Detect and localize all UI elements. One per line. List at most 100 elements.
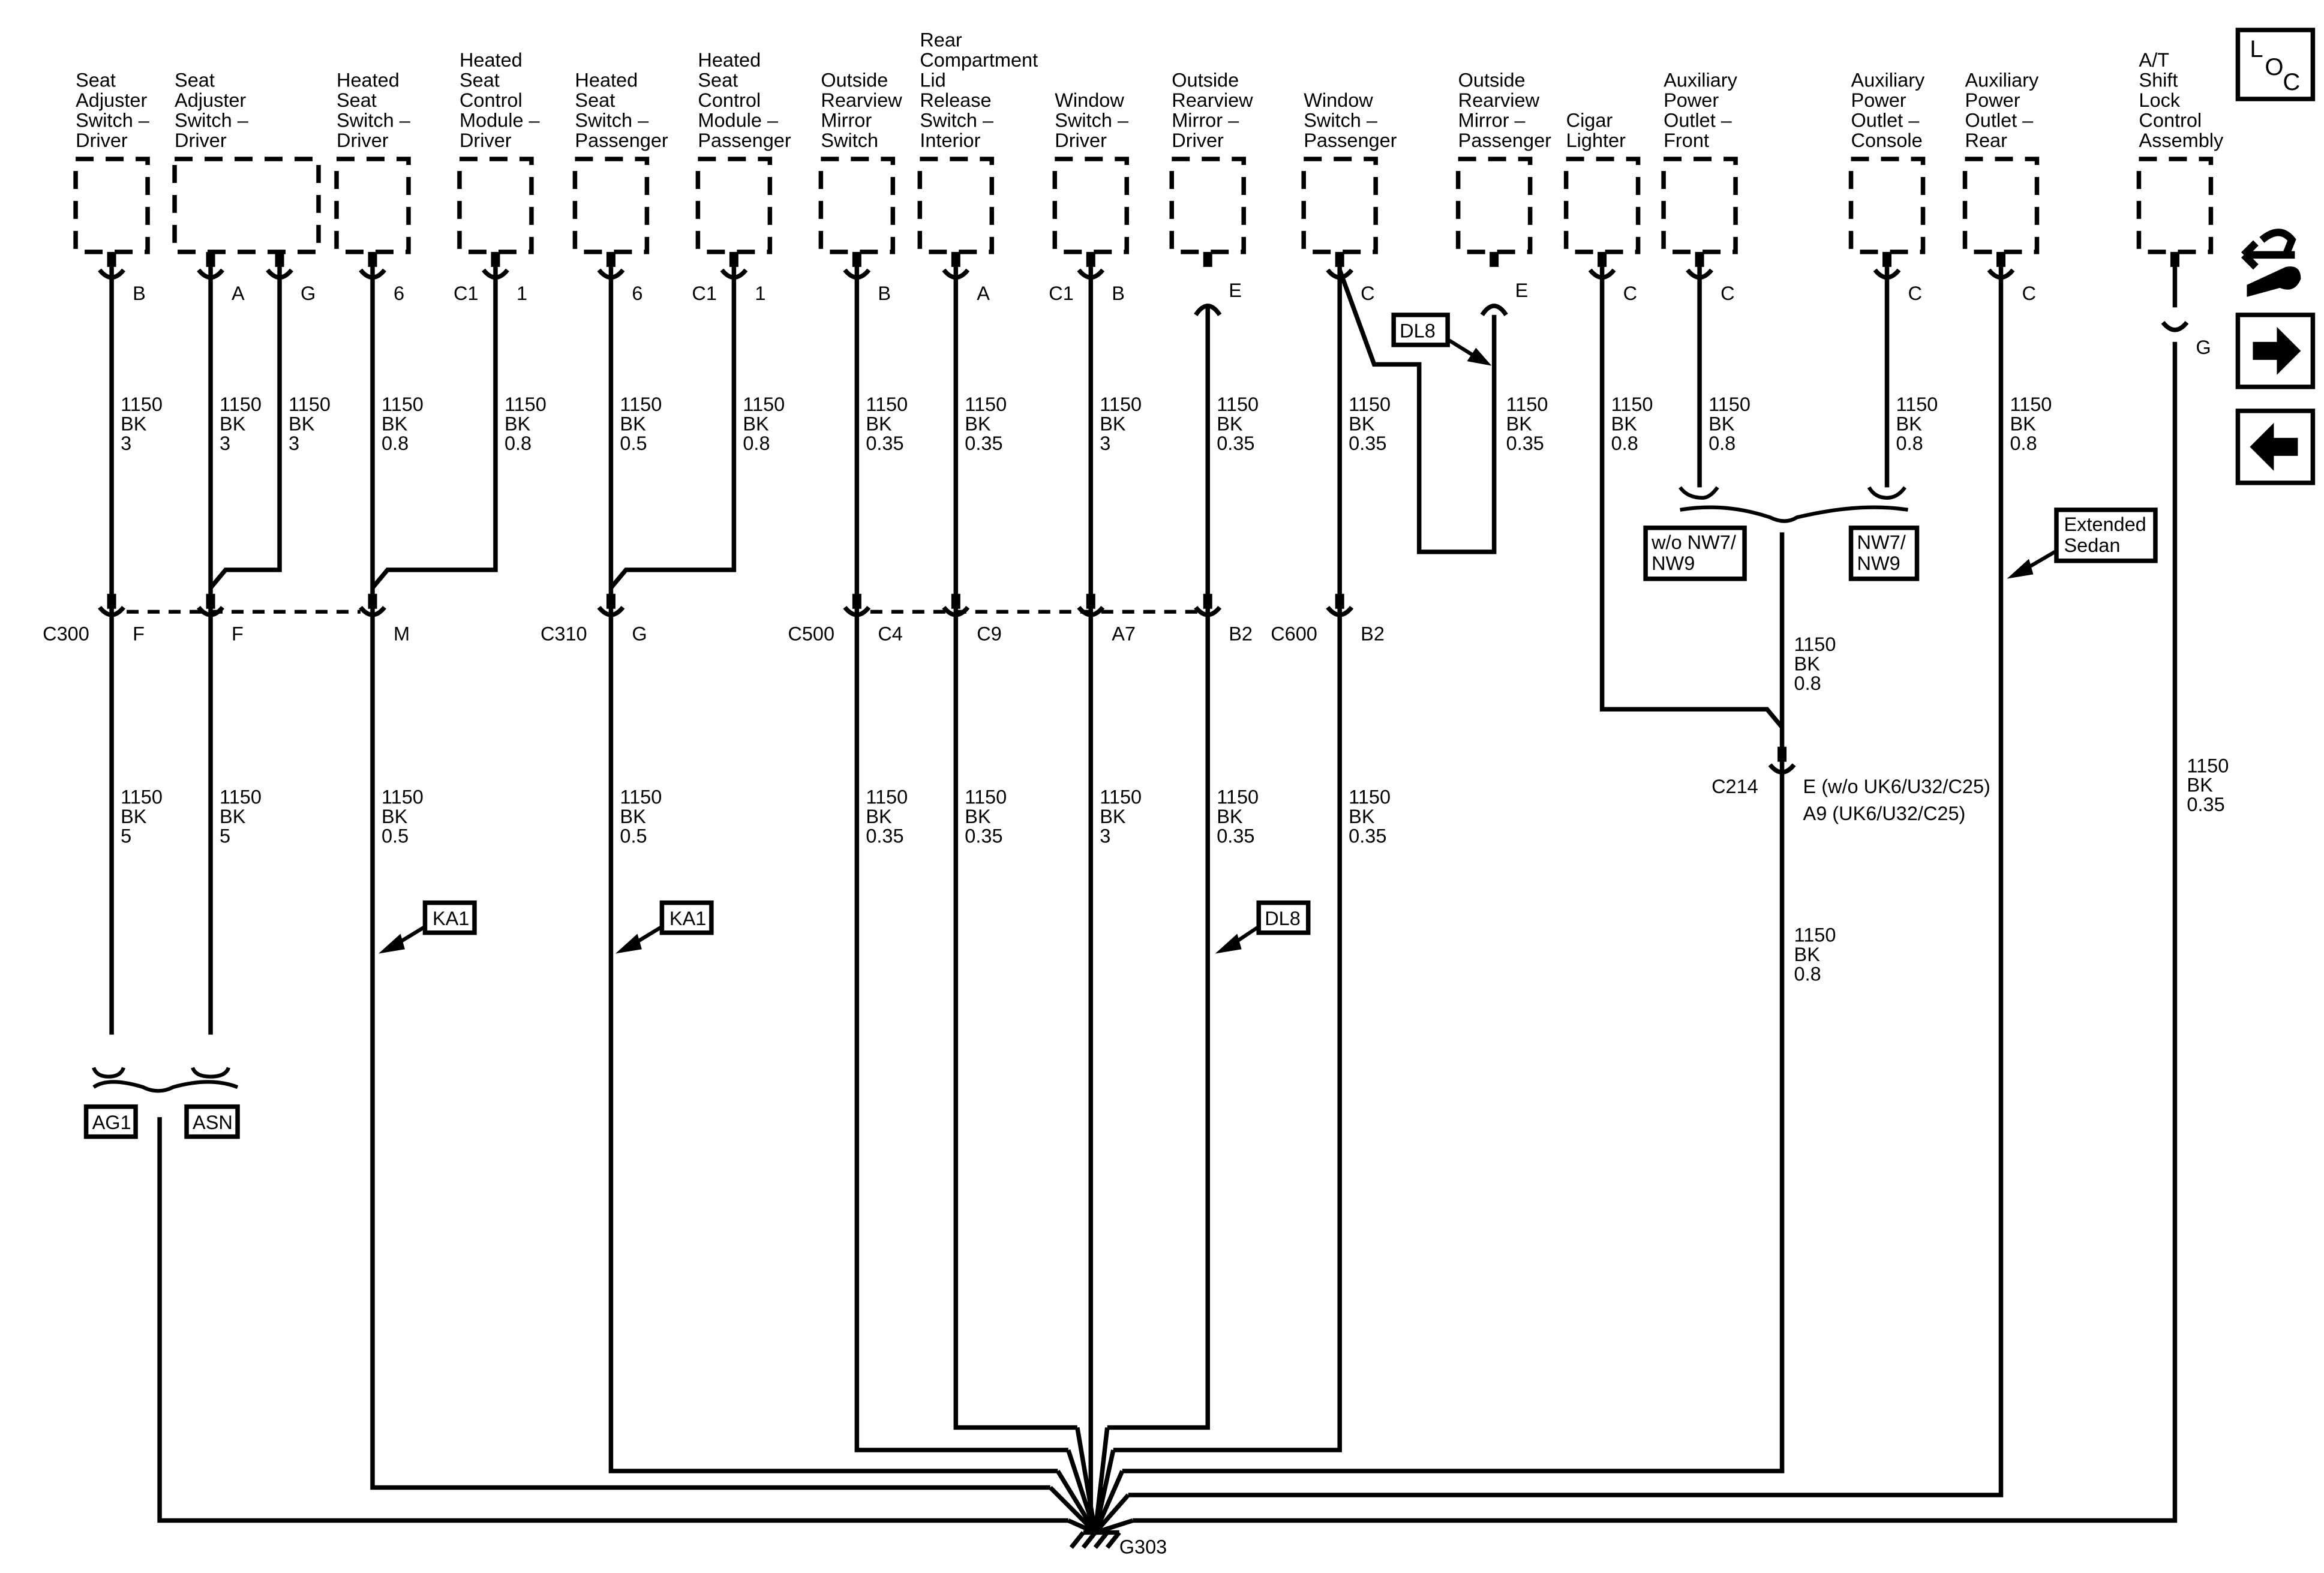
wire-label: 1150 bbox=[2187, 755, 2229, 776]
component-label-rear-lid-release: Lid bbox=[920, 69, 945, 91]
wire-label: 0.35 bbox=[866, 825, 903, 847]
wire-label: BK bbox=[1794, 653, 1821, 674]
cup bbox=[1326, 605, 1354, 617]
wire-label: 1150 bbox=[1611, 394, 1653, 415]
cup bbox=[359, 605, 386, 617]
wire-label: 0.35 bbox=[1349, 433, 1386, 454]
wire-label: BK bbox=[1349, 806, 1375, 827]
wire-label: BK bbox=[121, 413, 147, 434]
cap bbox=[1194, 304, 1222, 317]
connector-wrench-icon[interactable] bbox=[2241, 229, 2301, 297]
component-label-aux-outlet-front: Outlet – bbox=[1664, 109, 1733, 131]
pin-label: B bbox=[133, 283, 146, 304]
wire-heated-seat-switch-passenger bbox=[608, 257, 1058, 1473]
component-label-rear-lid-release: Interior bbox=[920, 130, 980, 151]
component-label-outside-mirror-drv: Mirror – bbox=[1172, 109, 1239, 131]
wire-seat-adjuster-b-g bbox=[209, 257, 282, 590]
pin-label: B bbox=[878, 283, 891, 304]
wire-label: BK bbox=[1896, 413, 1923, 434]
loc-button[interactable]: L O C bbox=[2235, 28, 2316, 101]
wire-outside-mirror-switch bbox=[854, 257, 1068, 1452]
wire-heated-seat-module-passenger bbox=[609, 257, 737, 590]
cup bbox=[1326, 268, 1354, 280]
option-extended-sedan-label: Extended bbox=[2064, 514, 2146, 535]
wire-label: BK bbox=[2187, 775, 2213, 796]
wire-label: 1150 bbox=[1349, 786, 1391, 808]
wire-label: 0.5 bbox=[382, 825, 409, 847]
cup bbox=[843, 268, 871, 280]
previous-page-button[interactable] bbox=[2235, 409, 2316, 485]
connector-c500-label: C500 bbox=[788, 623, 834, 644]
wire-outside-mirror-driver bbox=[1107, 305, 1210, 1430]
component-label-at-shift-lock: Lock bbox=[2139, 89, 2180, 111]
option-arrows bbox=[378, 338, 2056, 954]
wire-label: 3 bbox=[289, 433, 299, 454]
wire-label: BK bbox=[1794, 944, 1821, 965]
component-label-seat-adj-b: Driver bbox=[175, 130, 227, 151]
component-label-outside-mirror-drv: Outside bbox=[1172, 69, 1239, 91]
wire-label: BK bbox=[866, 413, 892, 434]
wires bbox=[109, 257, 2178, 1535]
component-label-window-sw-pass: Window bbox=[1304, 89, 1373, 111]
pin-label: B2 bbox=[1361, 623, 1385, 644]
wire-labels-upper: 1150BK31150BK31150BK31150BK0.81150BK0.81… bbox=[121, 394, 2052, 454]
pin-label: C1 bbox=[692, 283, 717, 304]
pin-label: 6 bbox=[394, 283, 404, 304]
pin-label: F bbox=[133, 623, 145, 644]
component-label-outside-mirror-pass: Rearview bbox=[1458, 89, 1540, 111]
wire-label: 0.5 bbox=[620, 433, 647, 454]
component-label-window-sw-pass: Passenger bbox=[1304, 130, 1397, 151]
ka1-box-a bbox=[422, 900, 477, 935]
component-label-aux-outlet-rear: Power bbox=[1965, 89, 2020, 111]
pin-label: A7 bbox=[1112, 623, 1136, 644]
component-label-window-sw-drv: Switch – bbox=[1055, 109, 1129, 131]
cup bbox=[1987, 268, 2015, 280]
arrow-left-icon bbox=[2250, 422, 2298, 471]
component-label-cigar-lighter: Lighter bbox=[1566, 130, 1626, 151]
ag1-box bbox=[83, 1104, 138, 1139]
connector-labels: C300 F F M C310 G C500 C4 C9 A7 B2 C600 … bbox=[43, 623, 1990, 1557]
pin-label: C bbox=[2022, 283, 2035, 304]
wire-label: 3 bbox=[121, 433, 131, 454]
window-switch-passenger-box bbox=[1301, 157, 1378, 254]
pin-labels: B A G 6 C1 1 6 C1 1 B A C1 B E C E C C C… bbox=[133, 280, 2211, 358]
cup bbox=[359, 268, 386, 280]
wire-label: 1150 bbox=[121, 394, 163, 415]
wire-label: BK bbox=[620, 806, 646, 827]
cup bbox=[1873, 268, 1901, 280]
cup bbox=[197, 605, 224, 617]
wire-label: BK bbox=[743, 413, 769, 434]
component-label-seat-adj-a: Seat bbox=[76, 69, 116, 91]
wire-label: BK bbox=[1100, 413, 1126, 434]
component-label-aux-outlet-console: Power bbox=[1851, 89, 1906, 111]
pin-label: C1 bbox=[1049, 283, 1074, 304]
wire-rear-lid-release bbox=[953, 257, 1077, 1430]
ground-symbol bbox=[1069, 1530, 1121, 1549]
dl8-box-lower bbox=[1256, 900, 1311, 935]
component-label-heated-seat-sw-drv: Seat bbox=[337, 89, 377, 111]
pin-label: C1 bbox=[454, 283, 479, 304]
pin-label: B bbox=[1112, 283, 1125, 304]
option-labels: KA1 KA1 DL8 DL8 AG1 ASN w/o NW7/ NW9 NW7… bbox=[92, 320, 2146, 1133]
next-page-button[interactable] bbox=[2235, 313, 2316, 389]
brace bbox=[1867, 486, 1907, 500]
aux-outlet-console-box bbox=[1848, 157, 1926, 254]
wire-label: 1150 bbox=[121, 786, 163, 808]
cap bbox=[1480, 304, 1508, 317]
component-label-heated-seat-mod-pass: Control bbox=[698, 89, 761, 111]
outside-mirror-switch-box bbox=[818, 157, 896, 254]
shift-lock-box bbox=[2136, 157, 2214, 254]
pin-label: E bbox=[1229, 280, 1242, 301]
component-label-heated-seat-mod-pass: Seat bbox=[698, 69, 738, 91]
component-label-rear-lid-release: Rear bbox=[920, 29, 962, 50]
component-label-seat-adj-b: Adjuster bbox=[175, 89, 246, 111]
wire-label: 3 bbox=[1100, 433, 1110, 454]
component-label-aux-outlet-front: Front bbox=[1664, 130, 1709, 151]
option-asn-label: ASN bbox=[193, 1112, 233, 1133]
cup bbox=[942, 605, 970, 617]
extended-sedan-box bbox=[2054, 508, 2158, 563]
pin-label: E (w/o UK6/U32/C25) bbox=[1803, 776, 1990, 797]
option-ka1-label: KA1 bbox=[669, 908, 706, 929]
wire-label: 1150 bbox=[866, 394, 908, 415]
component-label-seat-adj-b: Seat bbox=[175, 69, 215, 91]
